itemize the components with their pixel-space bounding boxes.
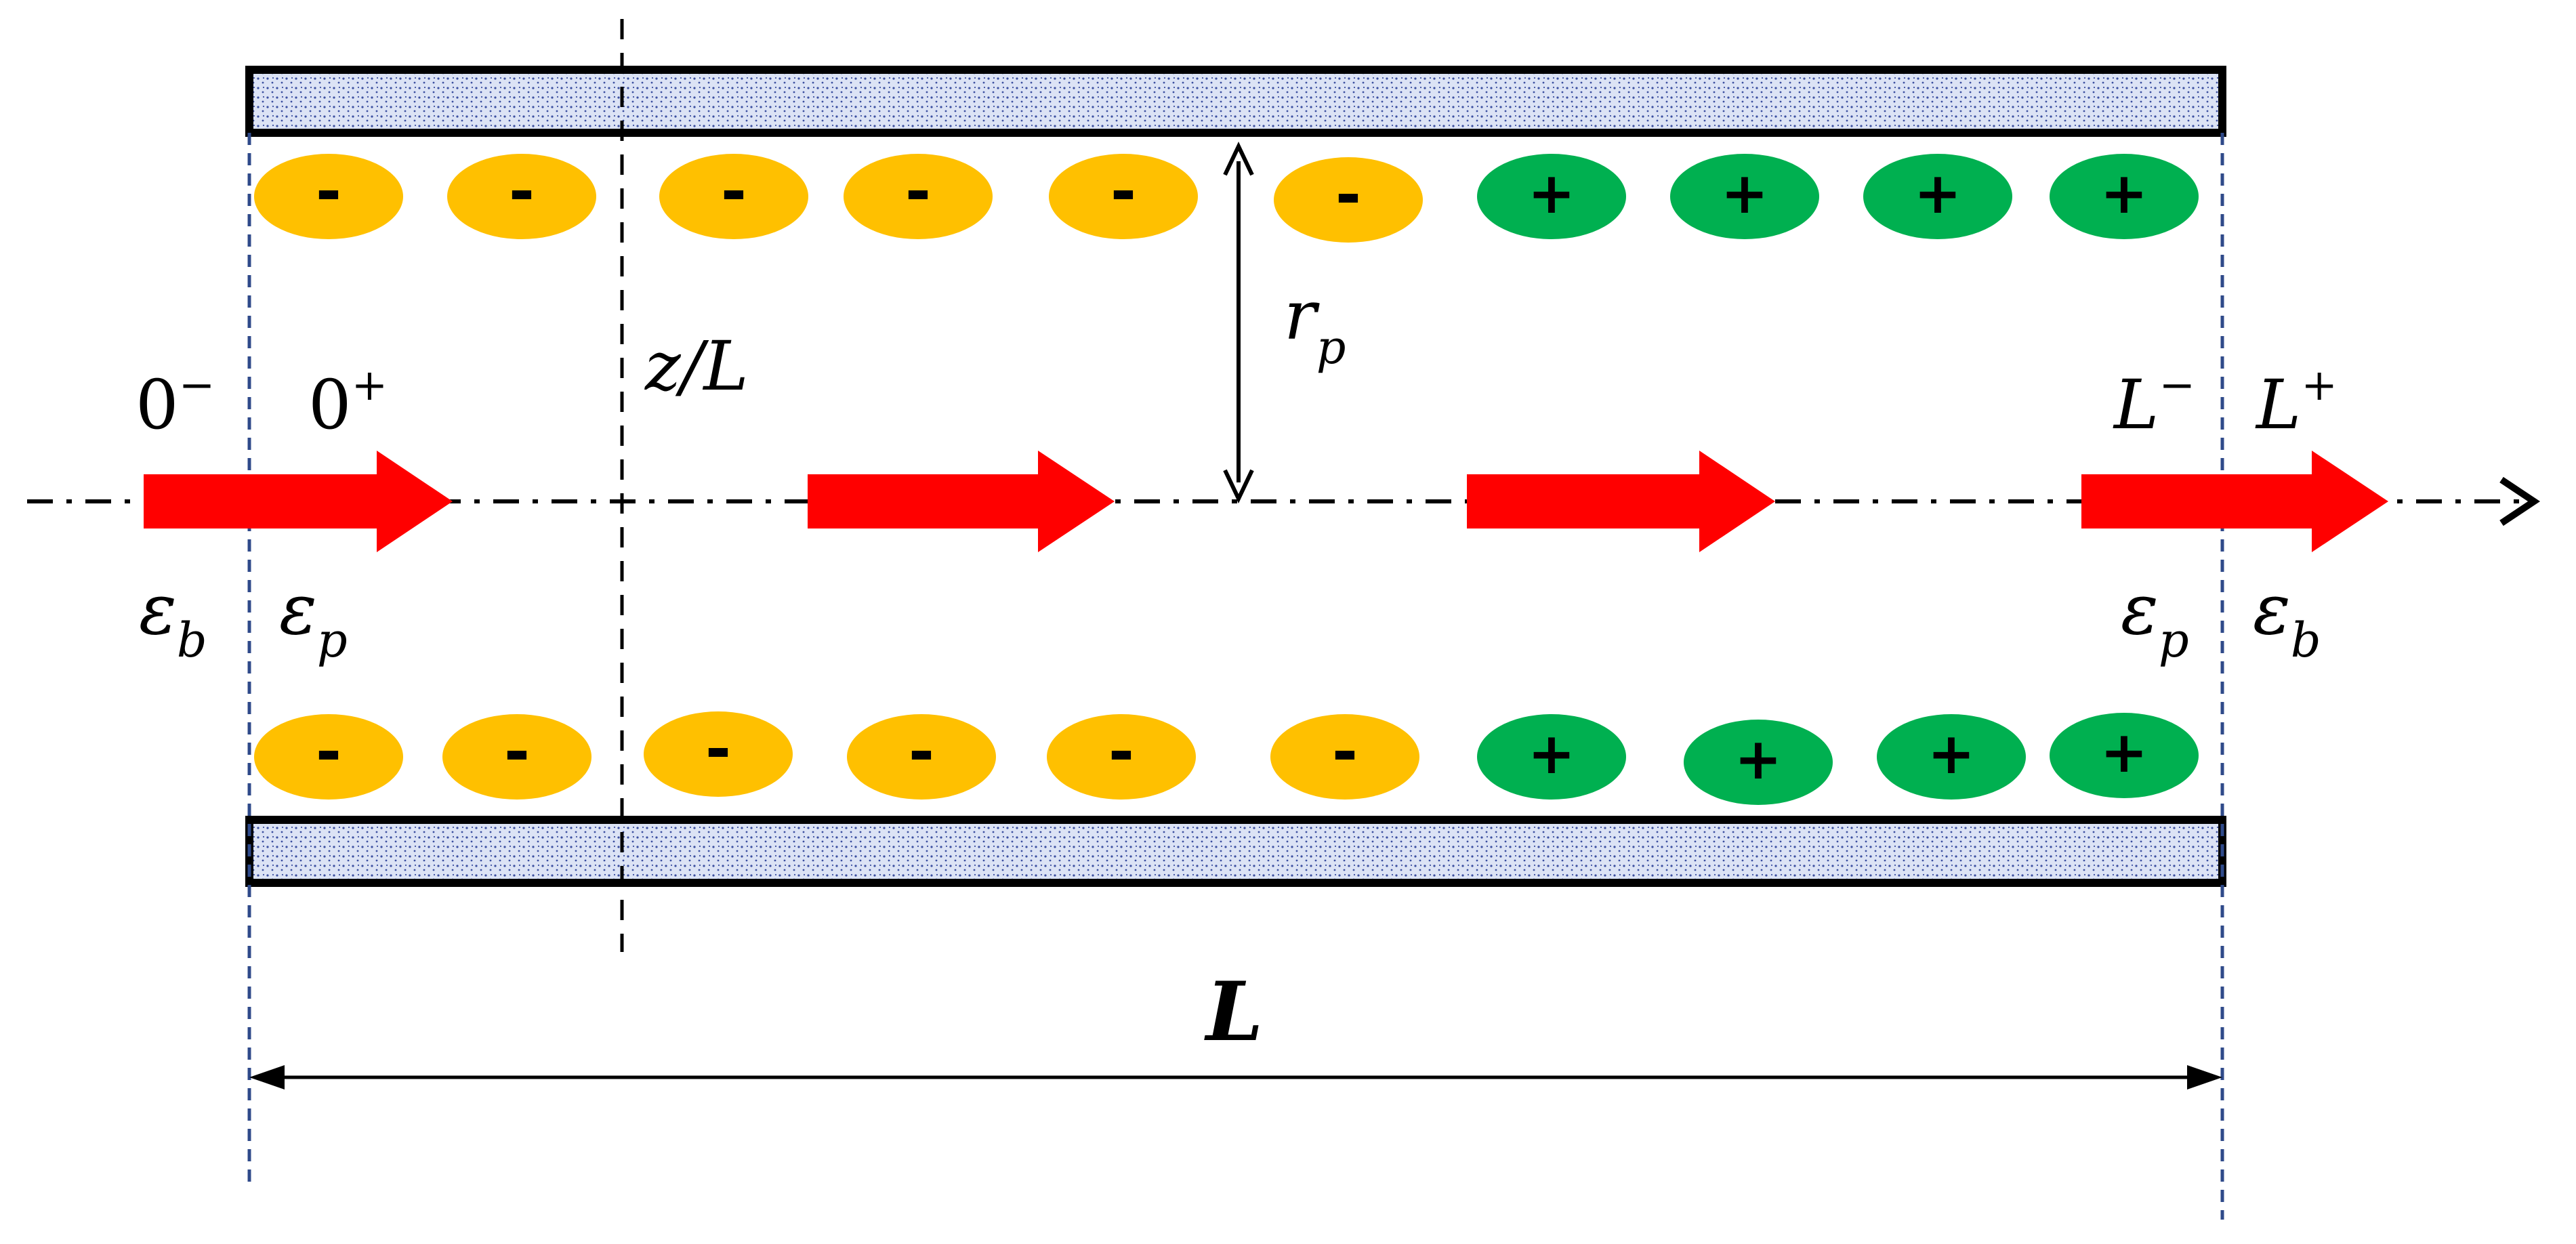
top-ion-sign-8: + — [1721, 160, 1768, 226]
top-positive-ion-8 — [1670, 154, 1819, 239]
radius-arrowhead-bottom — [1223, 469, 1254, 503]
bottom-ion-sign-5: - — [1108, 716, 1134, 788]
zero-plus-label: 0+ — [308, 360, 388, 444]
bottom-positive-ion-7 — [1477, 714, 1626, 800]
zero-minus-label: 0− — [136, 360, 215, 444]
top-negative-ion-5 — [1049, 154, 1198, 239]
bottom-ion-sign-4: - — [909, 716, 934, 788]
axis-arrowhead — [2499, 476, 2541, 526]
top-ion-row: - - - - - - + + + + — [254, 154, 2199, 243]
top-positive-ion-10 — [2050, 154, 2199, 239]
bottom-positive-ion-8 — [1684, 720, 1833, 805]
flow-arrow-2 — [808, 451, 1115, 552]
bottom-ion-sign-9: + — [1928, 720, 1975, 787]
bottom-ion-sign-6: - — [1332, 716, 1358, 788]
flow-arrow-4 — [2081, 451, 2388, 552]
radius-label: rp — [1284, 276, 1346, 375]
bottom-negative-ion-3 — [644, 711, 793, 797]
bottom-ion-sign-2: - — [504, 716, 530, 788]
eps-p-left-label: εp — [279, 568, 348, 668]
bottom-ion-sign-1: - — [316, 716, 341, 788]
top-ion-sign-1: - — [316, 155, 341, 228]
bottom-negative-ion-6 — [1270, 714, 1419, 800]
top-negative-ion-6 — [1274, 157, 1423, 243]
top-ion-sign-4: - — [905, 155, 931, 228]
top-positive-ion-7 — [1477, 154, 1626, 239]
bottom-negative-ion-2 — [442, 714, 591, 800]
bottom-wall — [245, 816, 2226, 887]
bottom-negative-ion-5 — [1047, 714, 1196, 800]
bottom-ion-sign-10: + — [2100, 719, 2148, 785]
length-arrowhead-right — [2187, 1065, 2222, 1090]
position-label: z/L — [644, 327, 749, 406]
bottom-negative-ion-1 — [254, 714, 403, 800]
bottom-negative-ion-4 — [847, 714, 996, 800]
bottom-positive-ion-9 — [1877, 714, 2026, 800]
top-ion-sign-9: + — [1914, 160, 1961, 226]
bottom-ion-row: - - - - - - + + + + — [254, 711, 2199, 805]
bottom-ion-sign-3: - — [705, 713, 731, 785]
l-minus-label: L− — [2113, 360, 2195, 444]
top-negative-ion-2 — [447, 154, 596, 239]
eps-b-left-label: εb — [139, 568, 207, 668]
top-ion-sign-7: + — [1528, 160, 1575, 226]
top-negative-ion-4 — [844, 154, 993, 239]
length-arrowhead-left — [249, 1065, 285, 1090]
top-ion-sign-3: - — [721, 155, 747, 228]
eps-b-right-label: εb — [2253, 568, 2321, 668]
top-negative-ion-1 — [254, 154, 403, 239]
radius-arrowhead-top — [1223, 142, 1254, 176]
flow-arrow-3 — [1467, 451, 1775, 552]
l-plus-label: L+ — [2255, 360, 2338, 444]
bottom-positive-ion-10 — [2050, 713, 2199, 798]
top-positive-ion-9 — [1863, 154, 2012, 239]
length-label: L — [1204, 964, 1263, 1060]
top-wall — [245, 66, 2226, 137]
bottom-ion-sign-7: + — [1528, 720, 1575, 787]
top-ion-sign-10: + — [2100, 160, 2148, 226]
eps-p-right-label: εp — [2121, 568, 2189, 668]
top-ion-sign-2: - — [509, 155, 535, 228]
top-ion-sign-5: - — [1110, 155, 1136, 228]
top-negative-ion-3 — [659, 154, 808, 239]
flow-arrows — [144, 451, 2388, 552]
flow-arrow-1 — [144, 451, 453, 552]
bottom-ion-sign-8: + — [1734, 726, 1782, 792]
top-ion-sign-6: - — [1335, 159, 1361, 231]
